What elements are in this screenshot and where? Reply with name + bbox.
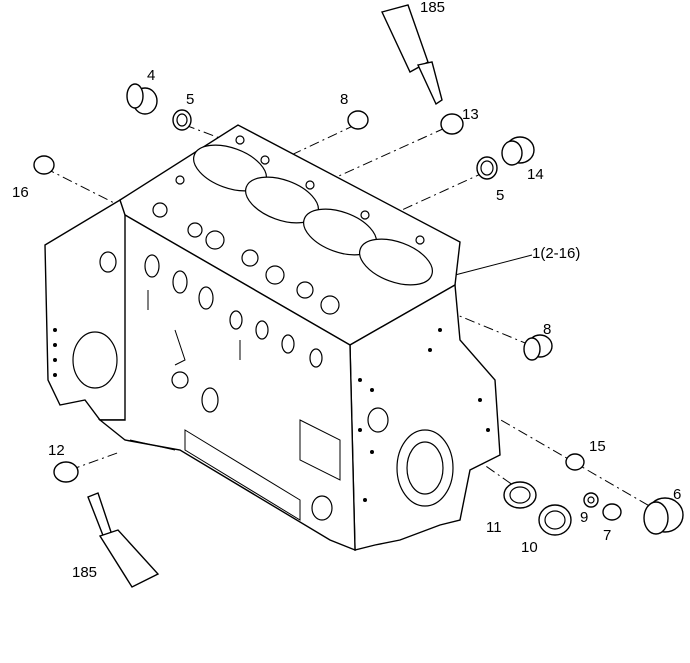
part-9-washer <box>583 492 599 508</box>
label-9: 9 <box>580 509 588 526</box>
label-12: 12 <box>48 442 65 459</box>
part-13-plug <box>440 113 464 135</box>
part-11-seal <box>503 481 537 509</box>
part-16-plug <box>33 155 55 175</box>
label-15: 15 <box>589 438 606 455</box>
callout-labels: 185 4 5 8 13 14 16 5 1(2-16) 8 15 12 6 9… <box>12 0 681 581</box>
part-7-plug <box>602 503 622 521</box>
part-8-plug-top <box>347 110 369 130</box>
label-185-top: 185 <box>420 0 445 16</box>
label-5-right: 5 <box>496 187 504 204</box>
cylinder-block <box>44 124 501 552</box>
part-185-sealant-tube-bottom <box>87 492 160 588</box>
label-6: 6 <box>673 486 681 503</box>
label-11: 11 <box>486 519 502 536</box>
label-185-bottom: 185 <box>72 564 97 581</box>
label-7: 7 <box>603 527 611 544</box>
label-8-top: 8 <box>340 91 348 108</box>
part-185-sealant-tube-top <box>381 4 443 106</box>
part-4-plug <box>126 83 158 115</box>
label-14: 14 <box>527 166 544 183</box>
part-14-plug <box>501 136 535 166</box>
label-1: 1(2-16) <box>532 245 580 262</box>
part-10-seal <box>538 504 572 536</box>
part-12-plug <box>53 461 79 483</box>
label-10: 10 <box>521 539 538 556</box>
label-13: 13 <box>462 106 479 123</box>
part-5-ring-left <box>172 109 192 131</box>
label-16: 16 <box>12 184 29 201</box>
part-5-ring-right <box>476 156 498 180</box>
label-8-right: 8 <box>543 321 551 338</box>
part-15-plug <box>565 453 585 471</box>
part-6-plug <box>643 497 684 535</box>
label-4: 4 <box>147 67 155 84</box>
part-8-plug-right <box>523 334 553 361</box>
label-5-left: 5 <box>186 91 194 108</box>
